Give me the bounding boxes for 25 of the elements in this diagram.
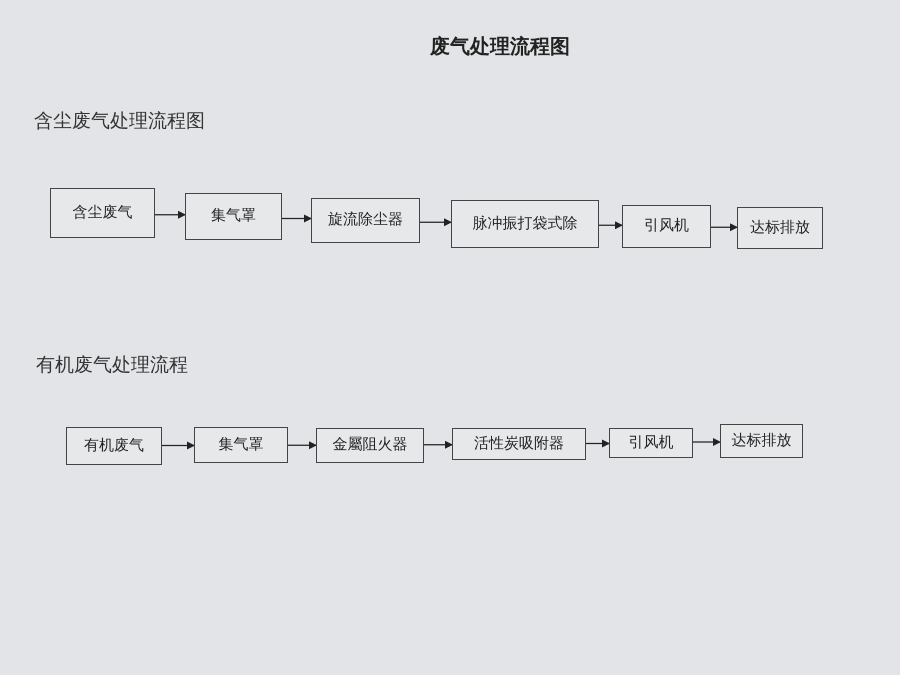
arrow <box>155 210 186 219</box>
arrow <box>282 214 312 222</box>
process-box: 引风机 <box>622 205 711 248</box>
arrow <box>693 438 721 446</box>
arrow <box>162 442 195 450</box>
process-box: 集气罩 <box>185 193 282 240</box>
arrow <box>599 221 623 230</box>
process-box: 集气罩 <box>194 427 288 463</box>
arrow <box>711 223 738 232</box>
process-box: 活性炭吸附器 <box>452 428 586 460</box>
process-box: 有机废气 <box>66 427 162 465</box>
process-box: 金屬阻火器 <box>316 428 424 463</box>
process-box: 达标排放 <box>737 207 823 249</box>
section-heading: 含尘废气处理流程图 <box>34 110 205 134</box>
arrow <box>420 218 452 226</box>
process-box: 含尘废气 <box>50 188 155 238</box>
diagram-title: 废气处理流程图 <box>430 34 570 60</box>
arrow <box>586 440 610 448</box>
section-heading: 有机废气处理流程 <box>36 354 188 378</box>
process-box: 脉冲振打袋式除 <box>451 200 599 248</box>
process-box: 旋流除尘器 <box>311 198 420 243</box>
process-box: 达标排放 <box>720 424 803 458</box>
arrow <box>288 441 317 450</box>
process-box: 引风机 <box>609 428 693 458</box>
arrow <box>424 440 453 449</box>
